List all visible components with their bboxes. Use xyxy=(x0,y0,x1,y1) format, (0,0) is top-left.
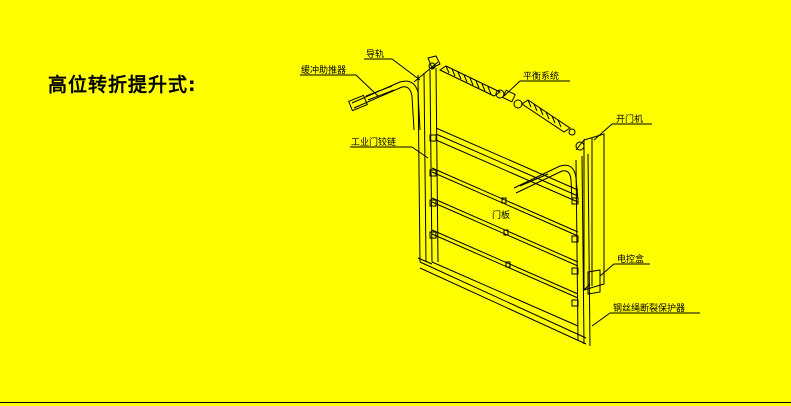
diagram-title: 高位转折提升式: xyxy=(48,74,197,96)
balance-spring xyxy=(438,65,576,136)
left-buffer xyxy=(348,80,421,131)
door-panels xyxy=(419,167,587,345)
callout-leaders xyxy=(300,58,700,327)
label-opener: 开门机 xyxy=(616,113,643,125)
label-buffer: 缓冲助推器 xyxy=(301,64,346,76)
door-header xyxy=(435,127,579,203)
bottom-divider xyxy=(0,402,791,403)
label-control-box: 电控盒 xyxy=(617,253,644,265)
label-door-panel: 门板 xyxy=(492,209,510,221)
label-hinge: 工业门铰链 xyxy=(351,136,396,148)
label-balance-system: 平衡系统 xyxy=(523,70,559,82)
door-opener xyxy=(575,133,605,295)
right-curved-rail xyxy=(513,164,579,201)
label-guide-rail: 导轨 xyxy=(366,48,384,60)
right-guide-rail xyxy=(571,153,591,347)
label-cable-break-protector: 钢丝绳断裂保护器 xyxy=(613,302,685,314)
left-guide-rail xyxy=(413,55,441,265)
